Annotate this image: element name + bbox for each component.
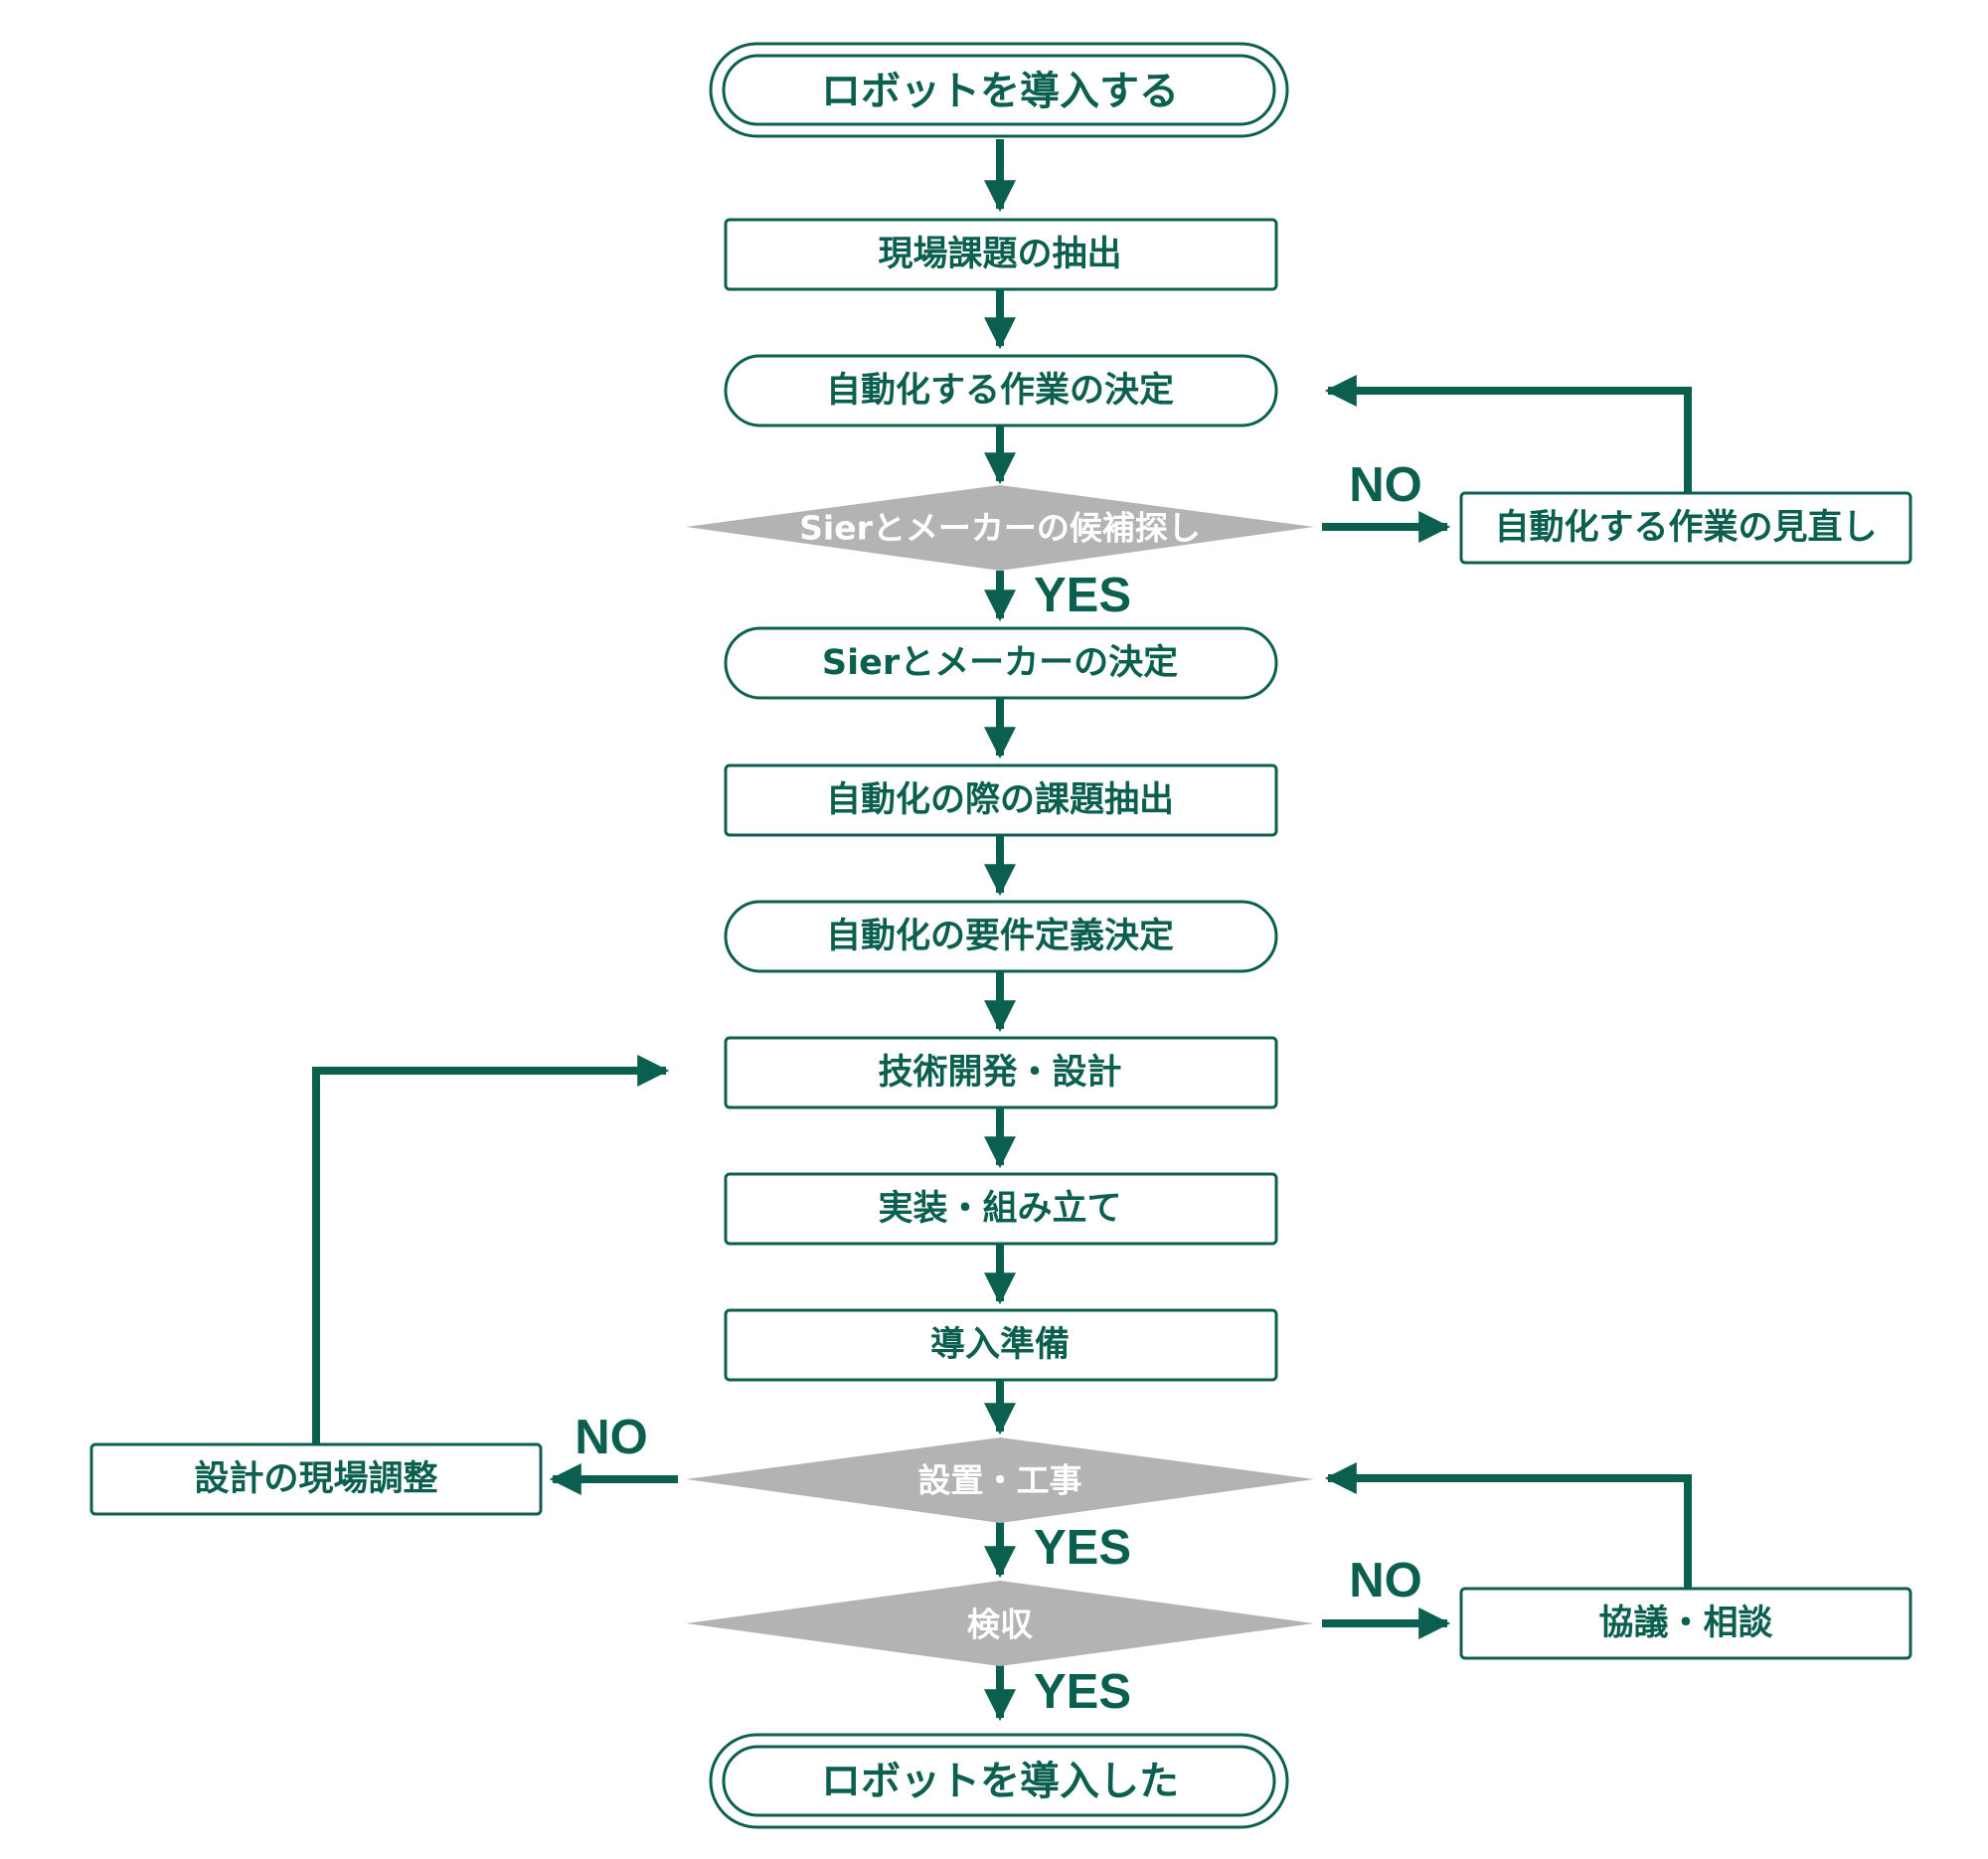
decide-sier-label: Sierとメーカーの決定: [822, 643, 1178, 683]
process-extract-issues: 現場課題の抽出: [724, 218, 1278, 291]
yes-label-search: YES: [1034, 569, 1131, 622]
review-tasks-label: 自動化する作業の見直し: [1494, 508, 1877, 548]
define-requirements-label: 自動化の要件定義決定: [826, 917, 1174, 956]
yes-label-install: YES: [1034, 1521, 1131, 1575]
process-adjust-design: 設計の現場調整: [89, 1442, 543, 1516]
no-label-install: NO: [575, 1411, 648, 1464]
process-consult: 協議・相談: [1459, 1587, 1912, 1660]
adjust-design-label: 設計の現場調整: [194, 1459, 437, 1499]
decision-inspection: 検収: [686, 1581, 1314, 1666]
inspection-label: 検収: [967, 1606, 1034, 1644]
prepare-label: 導入準備: [930, 1325, 1070, 1365]
process-decide-sier: Sierとメーカーの決定: [724, 626, 1278, 700]
decision-install: 設置・工事: [686, 1437, 1314, 1523]
process-decide-tasks: 自動化する作業の決定: [724, 354, 1278, 427]
start-terminal: ロボットを導入する: [709, 42, 1289, 138]
yes-label-inspection: YES: [1034, 1665, 1131, 1719]
no-label-search: NO: [1349, 458, 1422, 512]
end-terminal: ロボットを導入した: [709, 1733, 1289, 1829]
decide-tasks-label: 自動化する作業の決定: [826, 371, 1174, 411]
consult-label: 協議・相談: [1598, 1604, 1773, 1643]
arrow-review-back-to-decide: [1324, 375, 1692, 493]
process-extract-automation-issues: 自動化の際の課題抽出: [724, 763, 1278, 837]
search-sier-label: Sierとメーカーの候補探し: [799, 509, 1201, 548]
process-implement: 実装・組み立て: [724, 1172, 1278, 1246]
tech-design-label: 技術開発・設計: [878, 1053, 1121, 1093]
arrow-adjust-back-to-design: [312, 1055, 670, 1444]
arrow-consult-back-to-install: [1324, 1462, 1692, 1589]
start-label: ロボットを導入する: [821, 69, 1179, 114]
no-label-inspection: NO: [1349, 1554, 1422, 1607]
install-label: 設置・工事: [918, 1461, 1082, 1500]
branch-labels: NO YES NO YES NO YES: [575, 458, 1422, 1719]
connectors: [312, 139, 1692, 1722]
implement-label: 実装・組み立て: [878, 1189, 1121, 1229]
process-review-tasks: 自動化する作業の見直し: [1459, 491, 1912, 565]
process-tech-design: 技術開発・設計: [724, 1036, 1278, 1109]
process-define-requirements: 自動化の要件定義決定: [724, 900, 1278, 973]
decision-search-sier: Sierとメーカーの候補探し: [686, 485, 1314, 571]
extract-automation-issues-label: 自動化の際の課題抽出: [826, 780, 1174, 820]
extract-issues-label: 現場課題の抽出: [878, 235, 1121, 274]
end-label: ロボットを導入した: [821, 1759, 1179, 1804]
process-prepare: 導入準備: [724, 1308, 1278, 1382]
